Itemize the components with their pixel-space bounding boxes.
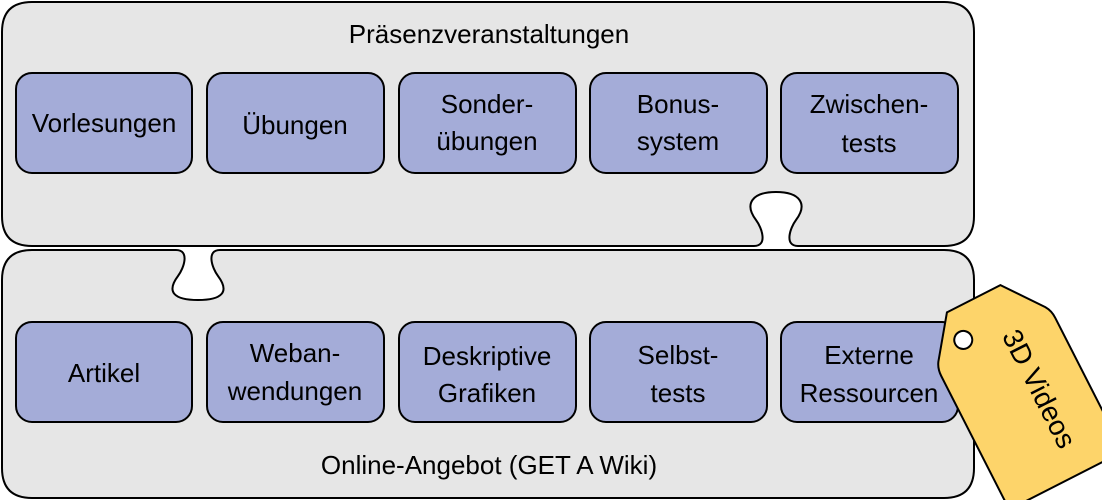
- bottom-section-title: Online-Angebot (GET A Wiki): [321, 450, 657, 480]
- bottom-box-label-line1: Externe: [824, 340, 914, 370]
- tag-hole-icon: [953, 329, 974, 350]
- bottom-box-label-line1: Selbst-: [638, 340, 719, 370]
- bottom-box-label-line2: tests: [651, 378, 706, 408]
- bottom-box-selbsttests: Selbst- tests: [589, 321, 768, 423]
- bottom-box-label-line1: Deskriptive: [423, 341, 552, 371]
- top-box-label-line2: system: [637, 126, 719, 156]
- bottom-box-label-line2: Grafiken: [438, 378, 536, 408]
- top-box-label-line1: Zwischen-: [810, 89, 928, 119]
- bottom-box-label: Artikel: [68, 358, 140, 388]
- bottom-box-label-line1: Weban-: [250, 338, 341, 368]
- top-box-label-line2: übungen: [436, 126, 537, 156]
- top-box-label-line1: Sonder-: [441, 89, 534, 119]
- bottom-box-artikel: Artikel: [15, 321, 193, 423]
- top-box-sonderuebungen: Sonder- übungen: [398, 72, 577, 174]
- top-box-uebungen: Übungen: [206, 72, 385, 174]
- top-box-label: Vorlesungen: [32, 108, 177, 138]
- bottom-box-label-line2: Ressourcen: [800, 378, 939, 408]
- top-section-title: Präsenzveranstaltungen: [349, 19, 629, 49]
- tag-3d-videos: 3D Videos: [937, 283, 1102, 500]
- top-box-label-line2: tests: [842, 128, 897, 158]
- top-box-label-line1: Bonus-: [637, 89, 719, 119]
- top-box-bonussystem: Bonus- system: [589, 72, 768, 174]
- bottom-box-externe-ressourcen: Externe Ressourcen: [780, 321, 959, 423]
- top-box-zwischentests: Zwischen- tests: [780, 72, 959, 174]
- top-box-label: Übungen: [242, 110, 348, 140]
- bottom-box-deskriptive-grafiken: Deskriptive Grafiken: [398, 321, 577, 423]
- tag-shape-icon: [937, 283, 1102, 500]
- bottom-box-webanwendungen: Weban- wendungen: [206, 321, 385, 423]
- bottom-box-label-line2: wendungen: [227, 376, 362, 406]
- top-box-vorlesungen: Vorlesungen: [15, 72, 193, 174]
